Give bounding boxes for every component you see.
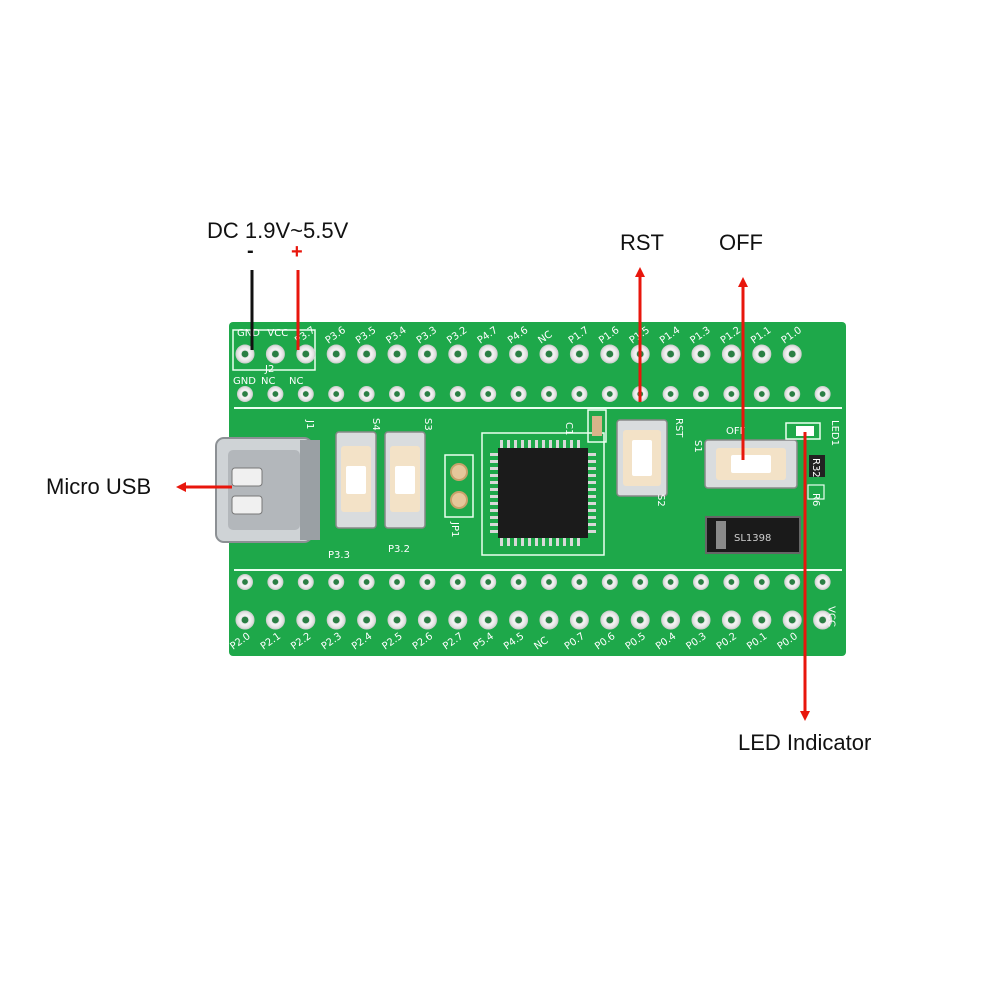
- bottom-header-pads: [237, 574, 831, 590]
- s1-label: S1: [692, 440, 703, 453]
- inner-pin-label: NC: [289, 376, 303, 387]
- resistor-r32: [809, 455, 825, 477]
- led-callout: LED Indicator: [738, 730, 872, 755]
- j1-label: J1: [304, 419, 315, 429]
- usb-connector: [215, 437, 320, 543]
- capacitor-c1: [587, 409, 607, 443]
- r32-label: R32: [810, 458, 821, 478]
- dc-voltage-label: DC 1.9V~5.5V: [207, 218, 349, 243]
- off-button-s1: [704, 439, 798, 489]
- top-header-pads: [235, 344, 802, 364]
- p32-label: P3.2: [388, 544, 410, 555]
- inner-pin-label: NC: [261, 376, 275, 387]
- diode: [705, 516, 801, 554]
- minus-sign: -: [247, 240, 254, 262]
- usb-callout: Micro USB: [46, 474, 152, 499]
- r6-label: R6: [810, 493, 821, 506]
- jumper-jp1: [444, 454, 474, 518]
- rst-silk-label: RST: [673, 418, 684, 438]
- s4-label: S4: [370, 418, 381, 431]
- j2-label: J2: [264, 364, 274, 375]
- rst-callout: RST: [620, 230, 664, 255]
- top-inner-pads: [237, 386, 831, 402]
- diode-marking: SL1398: [734, 533, 771, 544]
- led-indicator: [785, 422, 821, 440]
- button-s3: [384, 431, 426, 529]
- s3-label: S3: [422, 418, 433, 431]
- mcu-chip: [481, 432, 605, 556]
- off-callout: OFF: [719, 230, 763, 255]
- button-s4: [335, 431, 377, 529]
- top-pin-label: VCC: [267, 328, 288, 339]
- rst-button-s2: [616, 419, 668, 497]
- inner-pin-label: GND: [233, 376, 256, 387]
- bottom-pin-label: VCC: [826, 606, 837, 627]
- c1-label: C1: [563, 422, 574, 435]
- resistor-r6-pad: [807, 484, 825, 500]
- p33-label: P3.3: [328, 550, 350, 561]
- plus-sign: +: [291, 241, 303, 263]
- off-silk-label: OFF: [726, 426, 746, 437]
- s2-label: S2: [655, 494, 666, 507]
- jp1-label: JP1: [449, 521, 460, 537]
- bottom-inner-pads: [235, 610, 833, 630]
- inner-pin-labels: GND NC NC: [233, 376, 303, 387]
- j2-box: [232, 329, 316, 371]
- led1-label: LED1: [829, 420, 840, 446]
- top-pin-label: GND: [237, 328, 260, 339]
